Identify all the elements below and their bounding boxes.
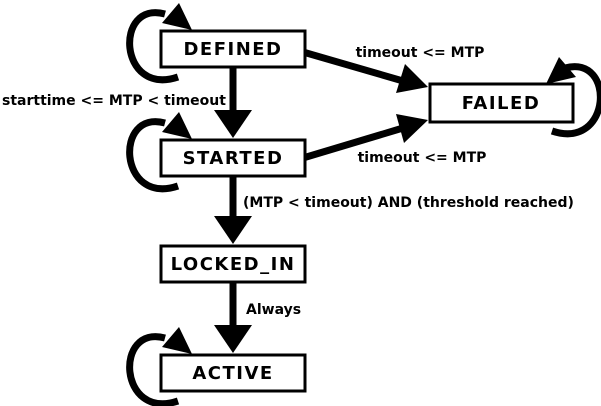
transition-arrowhead-lockedin-active-icon bbox=[214, 325, 252, 353]
state-label-failed: FAILED bbox=[462, 93, 541, 114]
self-loop-active bbox=[126, 327, 192, 406]
transition-arrowhead-defined-started-icon bbox=[214, 110, 252, 138]
state-label-started: STARTED bbox=[183, 148, 284, 169]
state-locked-in: LOCKED_IN bbox=[159, 244, 307, 284]
transition-arrowhead-started-lockedin-icon bbox=[214, 216, 252, 244]
state-active: ACTIVE bbox=[159, 353, 307, 393]
state-failed: FAILED bbox=[428, 82, 575, 124]
self-loop-defined bbox=[126, 3, 192, 84]
transition-label-started-lockedin: (MTP < timeout) AND (threshold reached) bbox=[243, 195, 574, 211]
state-label-locked-in: LOCKED_IN bbox=[171, 254, 296, 275]
self-loop-defined-arc bbox=[126, 9, 180, 84]
transition-line-started-failed bbox=[301, 124, 405, 162]
self-loop-failed-arrowhead-icon bbox=[546, 57, 576, 84]
transition-arrow-started-failed bbox=[301, 114, 428, 162]
self-loop-active-arc bbox=[126, 333, 180, 406]
transition-label-defined-failed: timeout <= MTP bbox=[356, 45, 485, 61]
self-loop-started-arrowhead-icon bbox=[162, 112, 192, 139]
state-label-active: ACTIVE bbox=[192, 363, 273, 384]
transition-arrowhead-started-failed-icon bbox=[396, 114, 428, 143]
state-box-active bbox=[159, 353, 307, 393]
state-box-defined bbox=[159, 29, 307, 69]
transition-arrow-started-lockedin bbox=[214, 176, 252, 244]
transition-arrowhead-defined-failed-icon bbox=[396, 64, 428, 93]
self-loop-failed bbox=[546, 57, 601, 138]
state-label-defined: DEFINED bbox=[183, 39, 282, 60]
state-box-failed bbox=[428, 82, 575, 124]
state-box-started bbox=[159, 138, 307, 178]
self-loop-active-arrowhead-icon bbox=[162, 327, 192, 354]
transition-arrow-defined-started bbox=[214, 67, 252, 138]
transition-arrow-lockedin-active bbox=[214, 282, 252, 353]
state-started: STARTED bbox=[159, 138, 307, 178]
transition-line-defined-failed bbox=[302, 48, 404, 85]
transition-label-started-failed: timeout <= MTP bbox=[358, 150, 487, 166]
self-loop-started bbox=[126, 112, 192, 193]
transition-label-lockedin-active: Always bbox=[246, 302, 301, 318]
transition-arrow-defined-failed bbox=[302, 48, 428, 93]
state-box-locked-in bbox=[159, 244, 307, 284]
self-loop-started-arc bbox=[126, 118, 180, 193]
self-loop-defined-arrowhead-icon bbox=[162, 3, 192, 30]
state-defined: DEFINED bbox=[159, 29, 307, 69]
self-loop-failed-arc bbox=[550, 63, 601, 138]
transition-label-defined-started: starttime <= MTP < timeout bbox=[2, 93, 226, 109]
